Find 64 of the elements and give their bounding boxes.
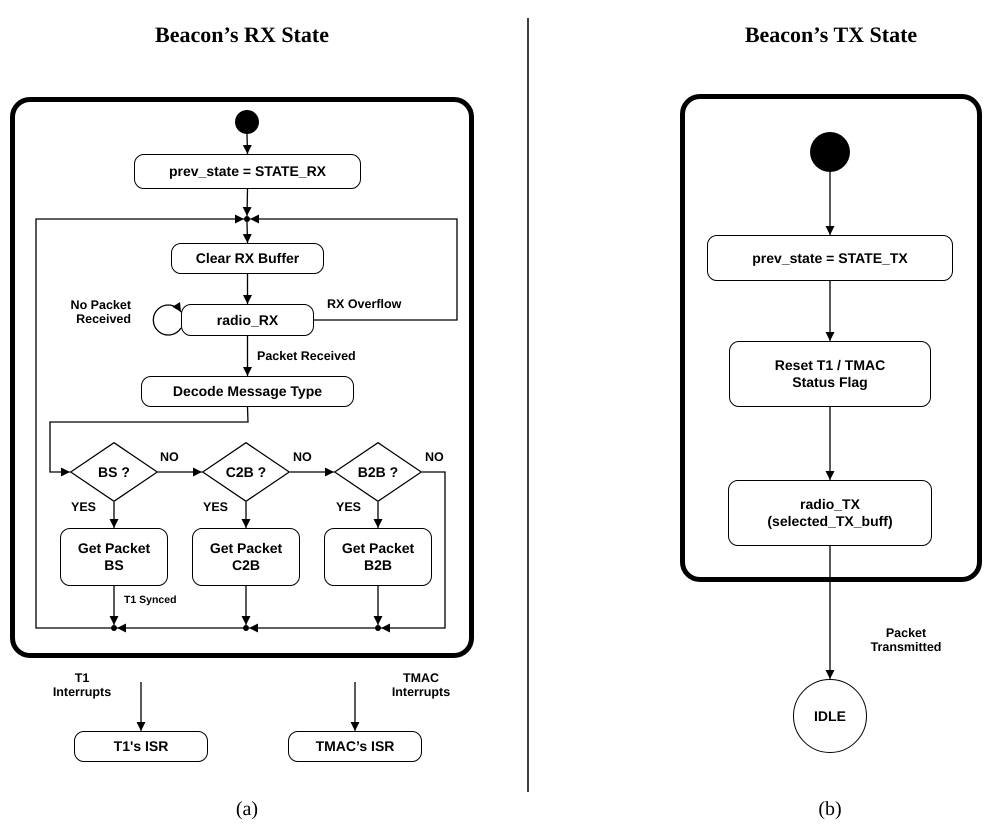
- arrow: [242, 586, 250, 625]
- process-box: Decode Message Type: [141, 376, 354, 407]
- decision-label: C2B ?: [224, 464, 268, 480]
- decision-diamond: [202, 442, 290, 502]
- decision-diamond: [70, 442, 158, 502]
- decision-diamond: [334, 442, 422, 502]
- arrow: [826, 407, 834, 480]
- edge-label: NO: [159, 450, 180, 464]
- arrow: [826, 546, 834, 679]
- arrow: [249, 624, 375, 632]
- process-box: radio_TX (selected_TX_buff): [728, 480, 932, 546]
- arrow: [250, 214, 458, 321]
- junction-dot: [375, 625, 381, 631]
- process-box: Reset T1 / TMAC Status Flag: [729, 341, 931, 407]
- arrow: [374, 586, 382, 625]
- arrow: [158, 468, 202, 476]
- edge-label: NO: [292, 450, 313, 464]
- panel-caption: (b): [817, 798, 843, 821]
- self-loop-arrow: [152, 302, 182, 336]
- process-box: prev_state = STATE_TX: [707, 235, 953, 281]
- edge-label: Packet Received: [256, 349, 357, 364]
- arrow: [826, 172, 834, 235]
- process-box: prev_state = STATE_RX: [134, 154, 361, 189]
- arrow: [243, 336, 252, 376]
- state-circle: IDLE: [793, 679, 867, 753]
- process-box: T1's ISR: [74, 731, 208, 762]
- process-box: TMAC’s ISR: [288, 731, 422, 762]
- decision-label: B2B ?: [356, 464, 400, 480]
- edge-label: T1 Synced: [123, 594, 178, 606]
- arrow: [110, 586, 118, 625]
- panel-caption: (a): [234, 798, 260, 821]
- arrow: [117, 624, 243, 632]
- state-title: Beacon’s RX State: [154, 22, 330, 48]
- process-box: radio_RX: [181, 304, 314, 336]
- arrow: [826, 281, 834, 341]
- junction-dot: [244, 216, 250, 222]
- junction-dot: [111, 625, 117, 631]
- arrow: [374, 502, 382, 528]
- arrow: [136, 682, 146, 731]
- arrow: [49, 406, 249, 476]
- arrow: [242, 188, 252, 216]
- arrow: [110, 502, 118, 528]
- initial-state-dot: [235, 110, 259, 134]
- process-box: Clear RX Buffer: [171, 243, 324, 274]
- arrow: [242, 134, 252, 154]
- edge-label: YES: [335, 500, 362, 514]
- edge-label: YES: [70, 500, 98, 514]
- process-box: Get Packet B2B: [324, 528, 432, 586]
- initial-state-dot: [810, 132, 850, 172]
- state-title: Beacon’s TX State: [744, 22, 918, 48]
- edge-label: NO: [424, 450, 445, 464]
- arrow: [381, 471, 446, 632]
- arrow: [35, 214, 244, 629]
- arrow: [242, 222, 252, 244]
- process-box: Get Packet C2B: [192, 528, 300, 586]
- edge-label: RX Overflow: [326, 297, 402, 312]
- arrow: [290, 468, 334, 476]
- arrow: [350, 682, 360, 731]
- junction-dot: [243, 625, 249, 631]
- decision-label: BS ?: [97, 464, 131, 480]
- arrow: [242, 502, 250, 528]
- process-box: Get Packet BS: [60, 528, 168, 586]
- edge-label: YES: [202, 500, 230, 514]
- arrow: [243, 274, 252, 304]
